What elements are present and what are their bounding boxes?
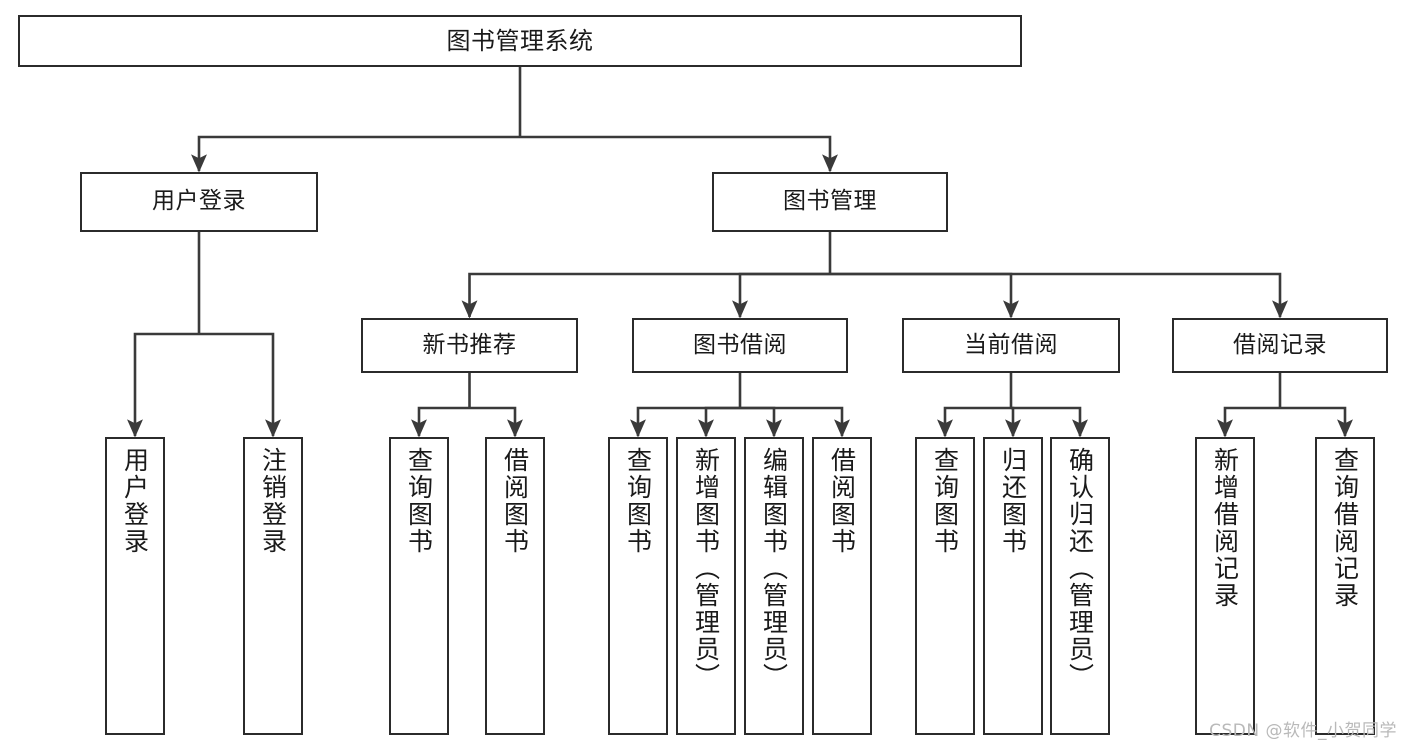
node-bookmgmt[interactable]: 图书管理 xyxy=(712,172,948,232)
node-label: 新书推荐 xyxy=(422,331,517,358)
node-l-new-1[interactable]: 查询图书 xyxy=(389,437,449,735)
connector-newbook-to-l-new-1 xyxy=(410,406,470,438)
connector-bookmgmt-to-borrow xyxy=(731,272,830,319)
connector-current-to-l-cur-1 xyxy=(936,406,1011,438)
node-l-new-2[interactable]: 借阅图书 xyxy=(485,437,545,735)
node-newbook[interactable]: 新书推荐 xyxy=(361,318,578,373)
node-root[interactable]: 图书管理系统 xyxy=(18,15,1022,67)
node-label: 图书借阅 xyxy=(693,331,787,358)
connector-login-to-l-login-1 xyxy=(126,332,199,438)
node-l-rec-1[interactable]: 新增借阅记录 xyxy=(1195,437,1255,735)
node-l-bor-4[interactable]: 借阅图书 xyxy=(812,437,872,735)
node-l-bor-3[interactable]: 编辑图书（管理员） xyxy=(744,437,804,735)
connector-bookmgmt-to-records xyxy=(830,272,1289,319)
node-label: 新增借阅记录 xyxy=(1210,447,1240,609)
connector-root-to-bookmgmt xyxy=(520,135,839,173)
connector-bookmgmt-to-current xyxy=(830,272,1020,319)
node-label: 编辑图书（管理员） xyxy=(759,447,789,690)
node-label: 查询图书 xyxy=(930,447,960,555)
node-label: 当前借阅 xyxy=(964,331,1058,358)
node-label: 归还图书 xyxy=(998,447,1028,555)
node-label: 借阅记录 xyxy=(1233,331,1327,358)
connector-borrow-to-l-bor-1 xyxy=(629,406,740,438)
connector-borrow-to-l-bor-2 xyxy=(697,406,740,438)
connector-login-to-l-login-2 xyxy=(199,332,282,438)
node-label: 用户登录 xyxy=(120,447,150,555)
node-borrow[interactable]: 图书借阅 xyxy=(632,318,848,373)
connector-records-to-l-rec-2 xyxy=(1280,406,1354,438)
node-label: 确认归还（管理员） xyxy=(1065,447,1095,690)
watermark-text: CSDN @软件_小贺同学 xyxy=(1209,721,1397,741)
node-l-cur-3[interactable]: 确认归还（管理员） xyxy=(1050,437,1110,735)
node-label: 图书管理 xyxy=(783,188,877,215)
node-l-cur-2[interactable]: 归还图书 xyxy=(983,437,1043,735)
node-l-cur-1[interactable]: 查询图书 xyxy=(915,437,975,735)
node-label: 图书管理系统 xyxy=(446,26,594,55)
connector-borrow-to-l-bor-3 xyxy=(740,406,783,438)
connector-bookmgmt-to-newbook xyxy=(461,272,830,319)
node-label: 借阅图书 xyxy=(500,447,530,555)
connector-newbook-to-l-new-2 xyxy=(469,406,524,438)
connector-current-to-l-cur-3 xyxy=(1011,406,1089,438)
node-label: 查询图书 xyxy=(404,447,434,555)
connector-current-to-l-cur-2 xyxy=(1004,406,1022,438)
node-login[interactable]: 用户登录 xyxy=(80,172,318,232)
node-label: 查询图书 xyxy=(623,447,653,555)
node-label: 新增图书（管理员） xyxy=(691,447,721,690)
node-l-rec-2[interactable]: 查询借阅记录 xyxy=(1315,437,1375,735)
node-l-login-1[interactable]: 用户登录 xyxy=(105,437,165,735)
connector-records-to-l-rec-1 xyxy=(1216,406,1280,438)
node-label: 用户登录 xyxy=(152,188,246,215)
connector-root-to-login xyxy=(190,135,520,173)
node-label: 注销登录 xyxy=(258,447,288,555)
node-records[interactable]: 借阅记录 xyxy=(1172,318,1388,373)
node-label: 查询借阅记录 xyxy=(1330,447,1360,609)
node-l-bor-2[interactable]: 新增图书（管理员） xyxy=(676,437,736,735)
node-l-login-2[interactable]: 注销登录 xyxy=(243,437,303,735)
node-l-bor-1[interactable]: 查询图书 xyxy=(608,437,668,735)
node-current[interactable]: 当前借阅 xyxy=(902,318,1120,373)
node-label: 借阅图书 xyxy=(827,447,857,555)
connector-borrow-to-l-bor-4 xyxy=(740,406,851,438)
